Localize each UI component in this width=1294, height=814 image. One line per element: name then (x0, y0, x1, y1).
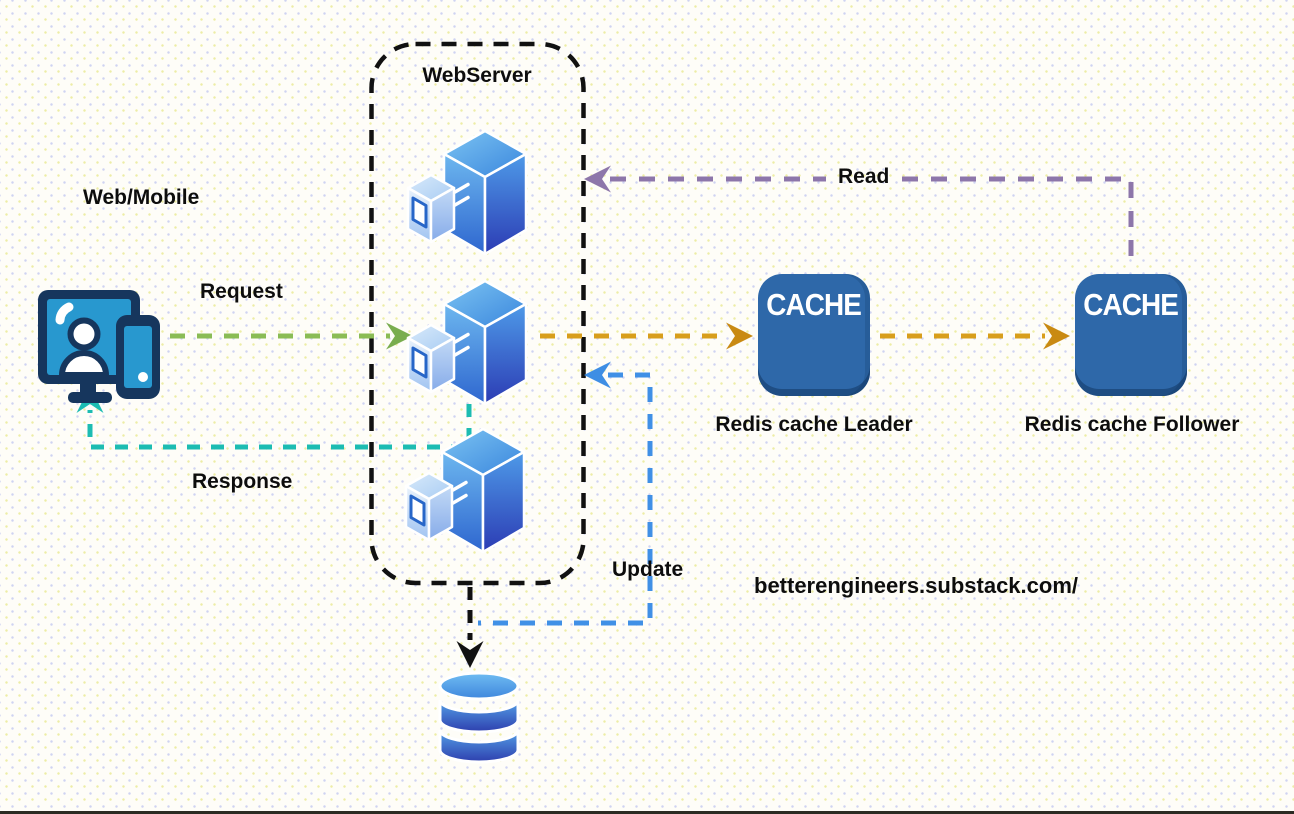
webserver-group-title: WebServer (422, 64, 532, 87)
read-flow-arrow (584, 165, 1134, 260)
webserver-group-border (369, 41, 586, 586)
request-flow-arrow (170, 322, 413, 350)
cache-replication-flow-arrow (880, 322, 1070, 350)
server-icon (404, 427, 526, 554)
update-flow-arrow (478, 361, 653, 626)
client-label: Web/Mobile (83, 186, 200, 209)
response-flow-label: Response (192, 470, 293, 493)
desktop-and-phone-user-icon (38, 290, 160, 403)
cache-write-flow-arrow (540, 322, 753, 350)
server-icon (406, 129, 528, 256)
response-flow-arrow (76, 386, 472, 450)
request-flow-label: Request (200, 280, 283, 303)
cache-leader-box-label: CACHE (766, 287, 863, 322)
persist-flow-arrow (456, 587, 484, 668)
bottom-edge-line (0, 811, 1294, 814)
redis-cache-follower-node: CACHE (1075, 274, 1187, 396)
cache-follower-box-label: CACHE (1083, 287, 1180, 322)
footer-url-text: betterengineers.substack.com/ (754, 573, 1079, 598)
server-icon (406, 279, 528, 406)
database-cylinder-icon (438, 671, 520, 764)
redis-cache-leader-caption: Redis cache Leader (715, 413, 913, 436)
update-flow-label: Update (612, 558, 684, 581)
redis-cache-leader-node: CACHE (758, 274, 870, 396)
redis-cache-follower-caption: Redis cache Follower (1024, 413, 1240, 436)
read-flow-label: Read (838, 165, 890, 188)
